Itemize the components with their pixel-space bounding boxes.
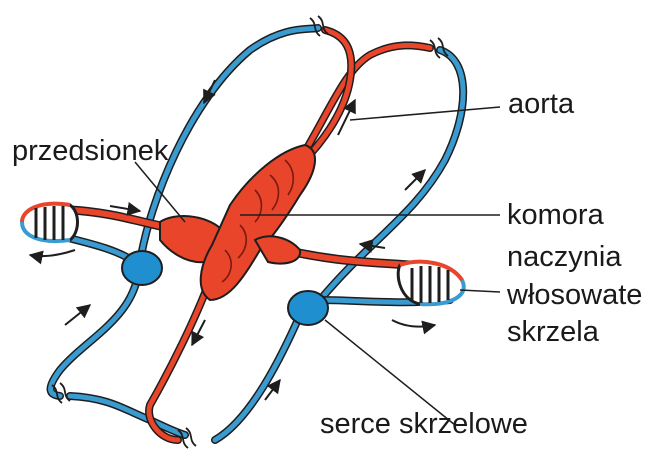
arrow [405,170,425,190]
label-atrium: przedsionek [12,135,169,167]
heart [160,145,315,300]
gill-left [22,204,78,241]
labels: aorta przedsionek komora naczynia włosow… [12,88,642,440]
label-aorta: aorta [508,88,575,120]
label-gill-heart: serce skrzelowe [320,408,528,440]
arrow [65,305,90,325]
arrow [30,250,75,256]
gill-heart-left [122,251,162,285]
label-gills: skrzela [507,316,600,348]
gill-right [398,262,464,305]
label-capillaries-line1: naczynia [507,241,622,273]
label-ventricle: komora [507,199,605,231]
gill-heart-right [288,291,328,325]
label-capillaries-line2: włosowate [506,279,642,311]
arrow [392,320,435,327]
arrow [110,206,140,211]
ventricle-shape [201,145,315,300]
